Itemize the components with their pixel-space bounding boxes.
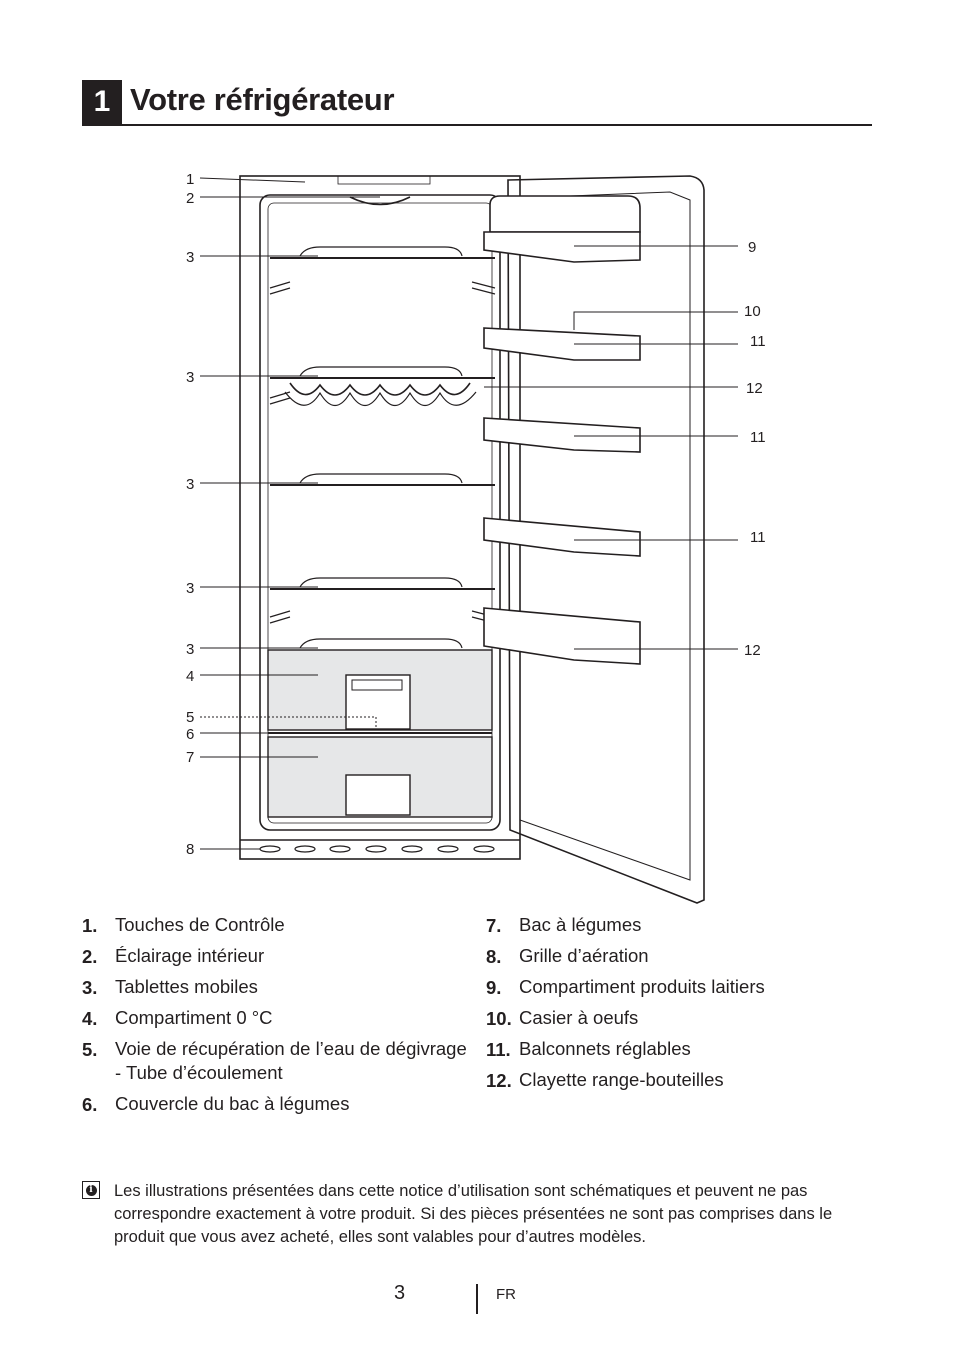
legend-item: 12. Clayette range-bouteilles — [486, 1065, 886, 1096]
callout-3b: 3 — [186, 369, 194, 386]
callout-3e: 3 — [186, 641, 194, 658]
legend-number: 6. — [82, 1094, 98, 1115]
legend-number: 1. — [82, 915, 98, 936]
page-title: Votre réfrigérateur — [130, 82, 395, 117]
legend-label: Voie de récupération de l’eau de dégivra… — [115, 1038, 467, 1083]
callout-3c: 3 — [186, 476, 194, 493]
legend-right-column: 7. Bac à légumes 8. Grille d’aération 9. Co… — [486, 910, 886, 1096]
legend-item: 7. Bac à légumes — [486, 910, 886, 941]
legend-label: Grille d’aération — [519, 945, 649, 966]
callout-lines — [199, 177, 738, 850]
legend-item: 5. Voie de récupération de l’eau de dégiv… — [82, 1034, 477, 1089]
legend-item: 2. Éclairage intérieur — [82, 941, 477, 972]
info-icon: i — [82, 1181, 100, 1199]
refrigerator-diagram: 1 2 3 3 3 3 3 4 5 6 7 8 9 10 11 12 11 11… — [186, 171, 766, 904]
legend-label: Clayette range-bouteilles — [519, 1069, 724, 1090]
callout-10: 10 — [744, 303, 761, 320]
callout-3d: 3 — [186, 580, 194, 597]
legend-label: Touches de Contrôle — [115, 914, 285, 935]
callout-6: 6 — [186, 726, 194, 743]
legend-item: 1. Touches de Contrôle — [82, 910, 477, 941]
legend-item: 9. Compartiment produits laitiers — [486, 972, 886, 1003]
legend-number: 5. — [82, 1039, 98, 1060]
chapter-number: 1 — [82, 80, 122, 124]
legend-item: 3. Tablettes mobiles — [82, 972, 477, 1003]
callout-11b: 11 — [750, 429, 766, 446]
legend-number: 11. — [486, 1039, 511, 1060]
callout-labels-left: 1 2 3 3 3 3 3 4 5 6 7 8 — [186, 171, 194, 858]
legend-item: 4. Compartiment 0 °C — [82, 1003, 477, 1034]
legend-number: 10. — [486, 1008, 512, 1029]
fixed-shelves — [269, 246, 496, 649]
callout-9: 9 — [748, 239, 756, 256]
open-door — [483, 175, 705, 904]
page-number: 3 — [394, 1282, 406, 1304]
legend-left-column: 1. Touches de Contrôle 2. Éclairage intéri… — [82, 910, 477, 1120]
legend-number: 8. — [486, 946, 502, 967]
legend-label: Compartiment 0 °C — [115, 1007, 273, 1028]
legend-label: Tablettes mobiles — [115, 976, 258, 997]
legend-label: Éclairage intérieur — [115, 945, 265, 966]
chapter-header: 1 Votre réfrigérateur — [82, 80, 872, 126]
footer-divider — [476, 1284, 478, 1314]
legend-number: 9. — [486, 977, 502, 998]
callout-11a: 11 — [750, 333, 766, 350]
callout-1: 1 — [186, 171, 194, 188]
legend-number: 2. — [82, 946, 98, 967]
callout-4: 4 — [186, 668, 194, 685]
info-note: i Les illustrations présentées dans cett… — [82, 1180, 882, 1249]
legend-item: 8. Grille d’aération — [486, 941, 886, 972]
legend-item: 11. Balconnets réglables — [486, 1034, 886, 1065]
legend-number: 12. — [486, 1070, 512, 1091]
legend-number: 3. — [82, 977, 98, 998]
legend-item: 10. Casier à oeufs — [486, 1003, 886, 1034]
callout-labels-right: 9 10 11 12 11 11 12 — [744, 239, 766, 659]
crisper-drawers — [259, 649, 495, 853]
legend-label: Couvercle du bac à légumes — [115, 1093, 350, 1114]
legend-number: 7. — [486, 915, 502, 936]
callout-11c: 11 — [750, 529, 766, 546]
legend-label: Compartiment produits laitiers — [519, 976, 765, 997]
callout-12b: 12 — [744, 642, 761, 659]
callout-12a: 12 — [746, 380, 763, 397]
callout-3a: 3 — [186, 249, 194, 266]
note-text: Les illustrations présentées dans cette … — [114, 1182, 833, 1246]
language-code: FR — [496, 1286, 516, 1303]
legend-number: 4. — [82, 1008, 98, 1029]
callout-5: 5 — [186, 709, 194, 726]
legend-label: Balconnets réglables — [519, 1038, 691, 1059]
callout-8: 8 — [186, 841, 194, 858]
legend-label: Casier à oeufs — [519, 1007, 639, 1028]
legend-item: 6. Couvercle du bac à légumes — [82, 1089, 477, 1120]
callout-2: 2 — [186, 190, 194, 207]
legend-label: Bac à légumes — [519, 914, 642, 935]
callout-7: 7 — [186, 749, 194, 766]
